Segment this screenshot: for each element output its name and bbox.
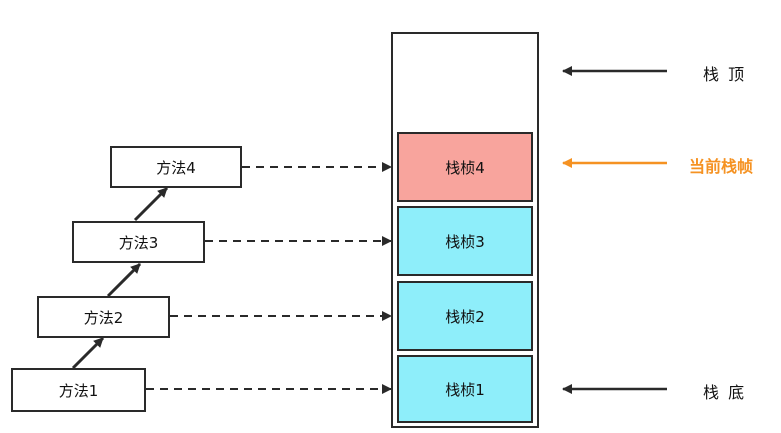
stack-frame-1: 栈桢1 — [397, 355, 533, 423]
stack-bottom-label: 栈 底 — [703, 383, 747, 402]
current-frame-label: 当前栈帧 — [689, 157, 754, 176]
frame-label-4: 栈桢4 — [445, 158, 485, 177]
method-box-3: 方法3 — [72, 221, 205, 263]
frame-label-2: 栈桢2 — [445, 307, 485, 326]
method-box-4: 方法4 — [110, 146, 242, 188]
method-box-2: 方法2 — [37, 296, 170, 338]
method-label-2: 方法2 — [83, 308, 124, 327]
call-arrow-3-4 — [133, 186, 169, 222]
stack-top-label: 栈 顶 — [703, 65, 747, 84]
frame-label-1: 栈桢1 — [445, 380, 485, 399]
method-box-1: 方法1 — [11, 368, 146, 412]
stack-frame-3: 栈桢3 — [397, 206, 533, 276]
method-label-3: 方法3 — [118, 233, 159, 252]
stack-frame-2: 栈桢2 — [397, 281, 533, 351]
call-arrow-1-2 — [71, 336, 105, 370]
call-arrow-2-3 — [106, 262, 142, 298]
method-label-1: 方法1 — [58, 381, 99, 400]
stack-frame-4: 栈桢4 — [397, 132, 533, 202]
frame-label-3: 栈桢3 — [445, 232, 485, 251]
method-label-4: 方法4 — [156, 158, 196, 177]
